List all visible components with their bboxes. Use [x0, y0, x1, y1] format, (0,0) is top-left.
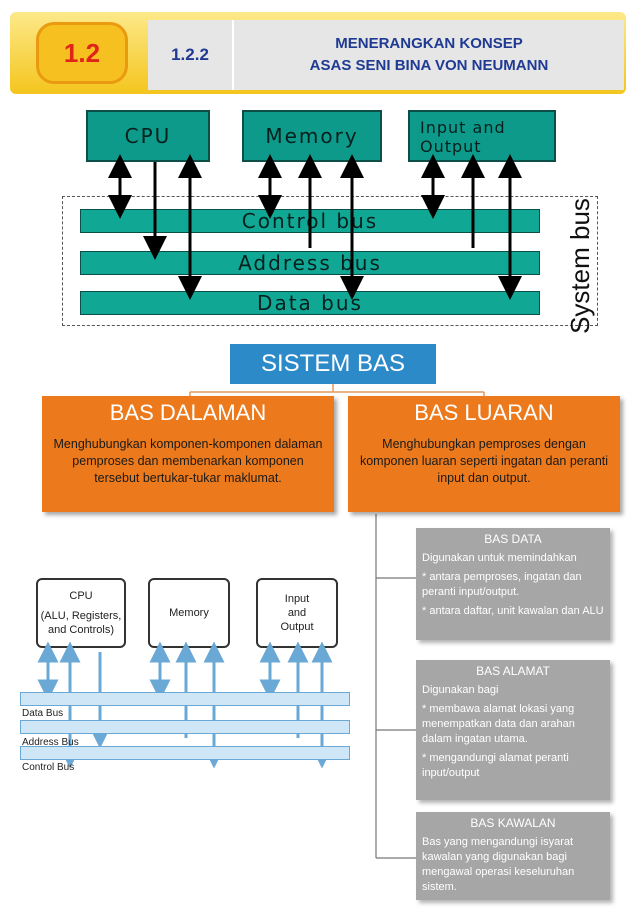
schematic-io-l3: Output	[280, 621, 314, 633]
schematic-cpu-l3: and Controls)	[47, 624, 115, 636]
bas-alamat-line3: * mengandungi alamat peranti input/outpu…	[422, 752, 569, 779]
bas-dalaman-desc: Menghubungkan komponen-komponen dalaman …	[53, 437, 323, 485]
memory-label: Memory	[265, 124, 359, 148]
header-title-line2: ASAS SENI BINA VON NEUMANN	[309, 57, 549, 74]
schematic-control-bus-label: Control Bus	[22, 762, 75, 773]
cpu-label: CPU	[124, 124, 172, 148]
bas-data-line1: Digunakan untuk memindahkan	[422, 552, 577, 564]
bas-data-line2: * antara pemproses, ingatan dan peranti …	[422, 571, 582, 598]
sistem-bas-root: SISTEM BAS	[230, 344, 436, 384]
schematic-io-l1: Input	[284, 593, 310, 605]
schematic-cpu-l1: CPU	[69, 590, 93, 602]
schematic-memory-label: Memory	[169, 607, 209, 619]
schematic-io-box: Input and Output	[256, 578, 338, 648]
bas-alamat-title: BAS ALAMAT	[476, 664, 550, 678]
memory-block: Memory	[242, 110, 382, 162]
bas-dalaman-card: BAS DALAMAN Menghubungkan komponen-kompo…	[42, 396, 334, 512]
bas-kawalan-line1: Bas yang mengandungi isyarat kawalan yan…	[422, 836, 575, 893]
bas-alamat-line1: Digunakan bagi	[422, 684, 499, 696]
section-number-badge: 1.2	[36, 22, 128, 84]
schematic-control-bus	[20, 746, 350, 760]
io-label-line1: Input and	[420, 118, 506, 137]
io-block: Input and Output	[408, 110, 556, 162]
bas-data-line3: * antara daftar, unit kawalan dan ALU	[422, 605, 604, 617]
bas-dalaman-title: BAS DALAMAN	[109, 400, 267, 425]
schematic-data-bus	[20, 692, 350, 706]
bas-luaran-desc: Menghubungkan pemproses dengan komponen …	[359, 437, 609, 485]
header-title: MENERANGKAN KONSEP ASAS SENI BINA VON NE…	[232, 20, 624, 90]
bas-kawalan-card: BAS KAWALAN Bas yang mengandungi isyarat…	[416, 812, 610, 900]
bas-data-title: BAS DATA	[484, 532, 542, 546]
bas-luaran-card: BAS LUARAN Menghubungkan pemproses denga…	[348, 396, 620, 512]
system-bus-frame	[62, 196, 598, 326]
bus-arrows	[108, 154, 522, 300]
schematic-address-bus	[20, 720, 350, 734]
schematic-cpu-box: CPU (ALU, Registers, and Controls)	[36, 578, 126, 648]
bas-luaran-title: BAS LUARAN	[414, 400, 554, 425]
subsection-code: 1.2.2	[148, 20, 232, 90]
schematic-io-l2: and	[287, 607, 307, 619]
cpu-block: CPU	[86, 110, 210, 162]
data-bus: Data bus	[80, 291, 540, 315]
header-title-line1: MENERANGKAN KONSEP	[335, 35, 523, 52]
bas-alamat-line2: * membawa alamat lokasi yang menempatkan…	[422, 703, 575, 745]
schematic-address-bus-label: Address Bus	[22, 737, 79, 748]
schematic-memory-box: Memory	[148, 578, 230, 648]
bas-kawalan-title: BAS KAWALAN	[470, 816, 556, 830]
bas-alamat-card: BAS ALAMAT Digunakan bagi * membawa alam…	[416, 660, 610, 800]
io-label-line2: Output	[420, 137, 482, 156]
chart-connectors	[189, 384, 485, 859]
bas-data-card: BAS DATA Digunakan untuk memindahkan * a…	[416, 528, 610, 640]
schematic-data-bus-label: Data Bus	[22, 708, 64, 719]
schematic-cpu-l2: (ALU, Registers,	[40, 610, 122, 622]
